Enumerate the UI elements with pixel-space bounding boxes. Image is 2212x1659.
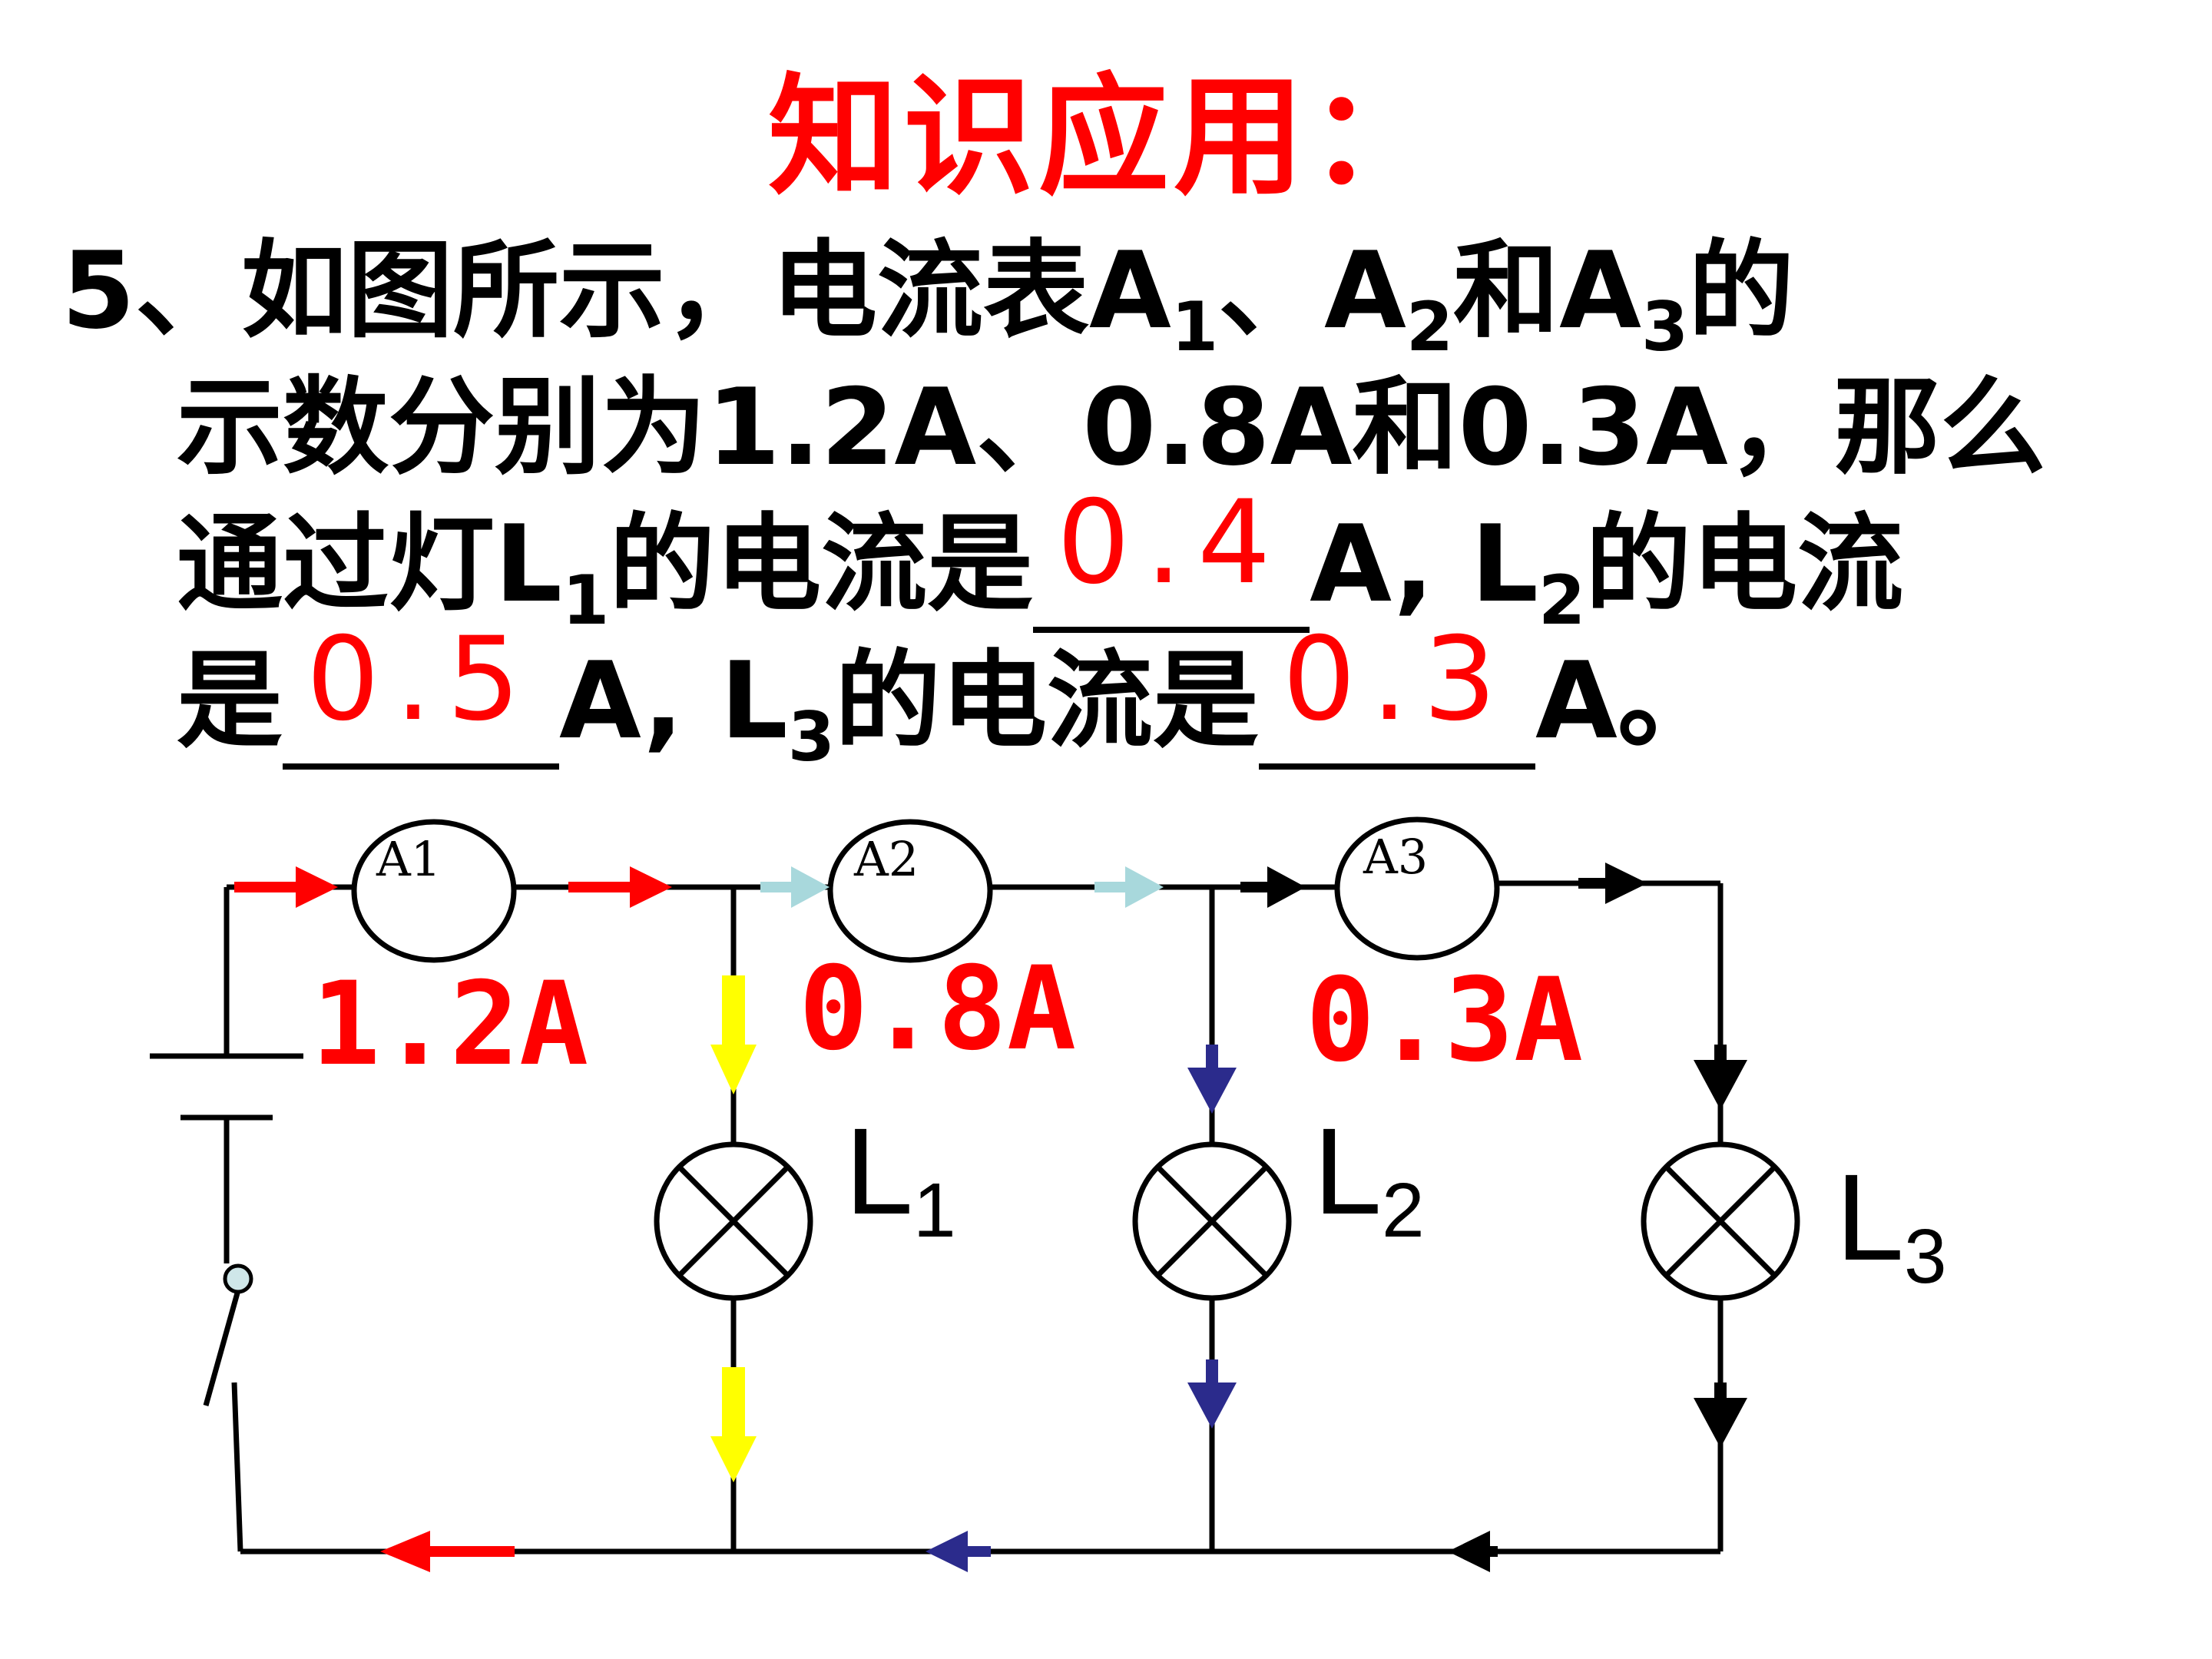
reading-a3: 0.3A xyxy=(1306,954,1583,1088)
arrow-left xyxy=(926,1531,991,1572)
arrow-right xyxy=(568,866,672,908)
ammeter-a2-label: A2 xyxy=(853,831,919,887)
text-segment: 是 xyxy=(177,639,283,763)
meter-readings: 1.2A 0.8A 0.3A xyxy=(311,942,1583,1091)
answer-l1: 0.4 xyxy=(1056,476,1286,610)
arrows-l1 xyxy=(710,975,757,1482)
subscript: 1 xyxy=(561,561,610,640)
answer-blank-l3: 0.3 xyxy=(1259,613,1536,770)
subscript: 2 xyxy=(1406,287,1454,366)
arrow-right xyxy=(234,866,338,908)
arrow-down xyxy=(710,1367,757,1482)
arrow-left xyxy=(1448,1531,1498,1572)
switch-pivot xyxy=(223,1263,253,1294)
lamp-l3-label: L3 xyxy=(1836,1148,1947,1300)
text-segment: A。 xyxy=(1535,639,1724,763)
text-segment: 示数分别为1.2A、0.8A和0.3A，那么 xyxy=(177,366,2046,489)
text-segment: 、A xyxy=(1218,229,1406,353)
reading-a2: 0.8A xyxy=(799,942,1076,1076)
lamp-l2-label: L2 xyxy=(1313,1102,1425,1253)
answer-blank-l2: 0.5 xyxy=(283,613,560,770)
lamp-l3 xyxy=(1641,1141,1800,1301)
answer-l3: 0.3 xyxy=(1282,613,1512,747)
subscript: 3 xyxy=(1641,287,1689,366)
arrow-right xyxy=(1578,863,1647,904)
reading-a1: 1.2A xyxy=(311,958,588,1091)
text-segment: 如图所示，电流表A xyxy=(241,229,1171,353)
text-segment: 通过灯L xyxy=(177,502,562,626)
page-title: 知识应用： xyxy=(767,61,1444,214)
arrow-down xyxy=(1187,1359,1237,1429)
arrow-down xyxy=(1694,1045,1747,1110)
problem-text: 5、如图所示，电流表A1、A2和A3的 示数分别为1.2A、0.8A和0.3A，… xyxy=(61,223,2151,771)
answer-l2: 0.5 xyxy=(306,613,536,747)
text-segment: A, L xyxy=(559,639,788,763)
arrow-down xyxy=(1694,1382,1747,1448)
arrow-down xyxy=(710,975,757,1094)
lamp-l2 xyxy=(1132,1141,1292,1301)
current-arrows xyxy=(234,863,1747,1572)
ammeters xyxy=(351,816,1500,963)
arrows-l2 xyxy=(926,1045,1237,1572)
arrow-left xyxy=(380,1531,515,1572)
arrow-right xyxy=(760,866,830,908)
lamp-labels: L1 L2 L3 xyxy=(845,1102,1947,1300)
subscript: 2 xyxy=(1538,561,1586,640)
answer-blank-l1: 0.4 xyxy=(1033,476,1310,633)
arrow-right xyxy=(1240,866,1306,908)
arrows-total xyxy=(234,866,672,1572)
arrow-down xyxy=(1187,1045,1237,1114)
lamp-l1-label: L1 xyxy=(845,1102,956,1253)
text-segment: A, L xyxy=(1310,502,1538,626)
ammeter-a2 xyxy=(827,819,993,963)
arrows-l3 xyxy=(1240,863,1747,1572)
text-segment: 的电流 xyxy=(1585,502,1904,626)
arrows-after-split xyxy=(760,866,1164,908)
ammeter-a3-label: A3 xyxy=(1363,829,1428,885)
text-segment: 的电流是 xyxy=(609,502,1034,626)
subscript: 1 xyxy=(1171,287,1219,366)
text-segment: 的电流是 xyxy=(835,639,1260,763)
question-number: 5、 xyxy=(61,229,242,353)
ammeter-a1-label: A1 xyxy=(376,831,441,887)
arrow-right xyxy=(1094,866,1164,908)
text-segment: 的 xyxy=(1688,229,1795,353)
ammeter-a1 xyxy=(351,819,517,963)
problem-line-2: 示数分别为1.2A、0.8A和0.3A，那么 xyxy=(61,359,2151,496)
ammeter-labels: A1 A2 A3 xyxy=(376,829,1428,887)
wire xyxy=(231,1382,243,1552)
switch-lever xyxy=(203,1290,241,1406)
problem-line-1: 5、如图所示，电流表A1、A2和A3的 xyxy=(61,223,2151,361)
ammeter-a3 xyxy=(1334,816,1500,961)
lamps xyxy=(654,1141,1800,1301)
lamp-l1 xyxy=(654,1141,813,1301)
text-segment: 和A xyxy=(1453,229,1641,353)
subscript: 3 xyxy=(787,697,836,777)
